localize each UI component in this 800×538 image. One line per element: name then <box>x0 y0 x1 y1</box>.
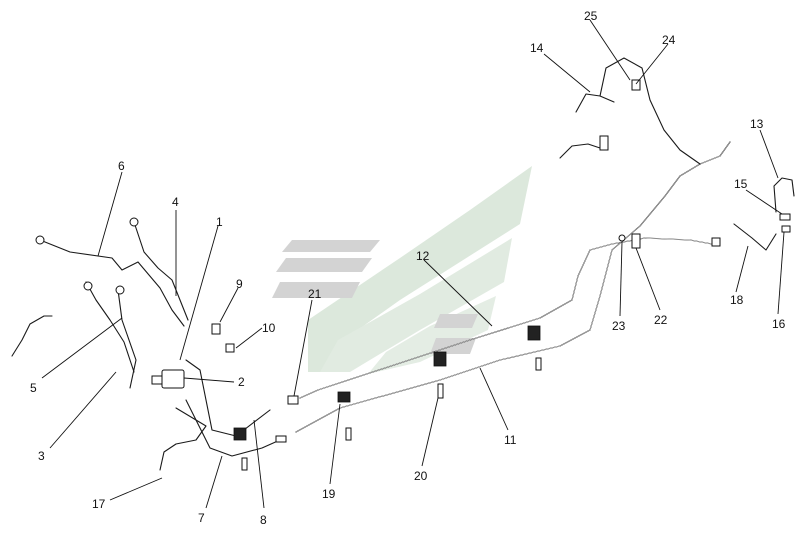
watermark-stripe <box>282 240 380 252</box>
callout-3: 3 <box>38 449 45 463</box>
clip-left <box>233 427 247 441</box>
callout-6: 6 <box>118 159 125 173</box>
callout-8: 8 <box>260 513 267 527</box>
callout-10: 10 <box>262 321 276 335</box>
callout-12: 12 <box>416 249 430 263</box>
banjo-3 <box>115 285 125 295</box>
leader-15 <box>745 189 783 215</box>
callout-7: 7 <box>198 511 205 525</box>
callout-24: 24 <box>662 33 676 47</box>
watermark-chevron <box>308 166 532 372</box>
leader-23 <box>619 241 623 317</box>
callout-23: 23 <box>612 319 626 333</box>
connector-mid <box>275 435 287 443</box>
clip-19 <box>337 391 351 403</box>
callout-9: 9 <box>236 277 243 291</box>
leader-5 <box>41 317 123 379</box>
brake-pipe-4 <box>133 221 189 321</box>
callout-19: 19 <box>322 487 336 501</box>
brake-pipe-3 <box>117 289 137 389</box>
connector-top <box>599 135 609 151</box>
brake-pipe-13 <box>773 177 795 213</box>
clip-center <box>433 351 447 367</box>
brake-pipe-5 <box>85 281 135 373</box>
leader-9 <box>219 287 239 323</box>
watermark-logo <box>272 166 532 374</box>
callout-1: 1 <box>216 215 223 229</box>
fitting-9 <box>211 323 221 335</box>
brake-pipe-25 <box>599 57 701 165</box>
callout-13: 13 <box>750 117 764 131</box>
brake-pipe-18 <box>733 223 777 251</box>
valve-2-port <box>151 375 163 385</box>
leader-3 <box>49 371 117 449</box>
leader-22 <box>635 247 661 311</box>
watermark-stripe <box>276 258 372 272</box>
leader-16 <box>777 231 785 315</box>
leader-14 <box>543 53 591 93</box>
bolt-19b <box>345 427 352 441</box>
callout-22: 22 <box>654 313 668 327</box>
leader-lines <box>41 19 785 509</box>
callout-25: 25 <box>584 9 598 23</box>
leader-17 <box>109 477 163 501</box>
callout-11: 11 <box>504 433 517 447</box>
banjo-4 <box>129 217 139 227</box>
callout-14: 14 <box>530 41 544 55</box>
fitting-15 <box>779 213 791 221</box>
leader-13 <box>759 129 779 179</box>
watermark-chevron <box>320 238 512 372</box>
valve-2 <box>161 369 185 389</box>
callout-16: 16 <box>772 317 786 331</box>
leader-2 <box>183 377 235 383</box>
banjo-5 <box>83 281 93 291</box>
brake-pipe-7 <box>185 399 281 457</box>
callout-5: 5 <box>30 381 37 395</box>
brake-pipe-6 <box>39 239 185 327</box>
bolt-20 <box>437 383 444 399</box>
callout-2: 2 <box>238 375 245 389</box>
fitting-22 <box>631 233 641 249</box>
leader-12 <box>423 259 493 327</box>
bolt-right <box>535 357 542 371</box>
leader-11 <box>479 367 509 431</box>
fittings <box>35 79 791 471</box>
leader-24 <box>635 43 669 85</box>
watermark-stripe <box>272 282 360 298</box>
leader-8 <box>253 419 265 509</box>
bolt-near-7 <box>241 457 248 471</box>
brake-pipe-17 <box>159 407 207 471</box>
brake-hose-left <box>11 315 53 357</box>
brake-pipe-14 <box>575 93 615 113</box>
leader-25 <box>589 19 631 81</box>
brake-pipe-12-core <box>299 237 713 399</box>
callout-20: 20 <box>414 469 428 483</box>
fitting-21 <box>287 395 299 405</box>
leader-6 <box>97 171 123 257</box>
callout-15: 15 <box>734 177 748 191</box>
fitting-24 <box>631 79 641 91</box>
callout-17: 17 <box>92 497 106 511</box>
brake-pipe-11-core <box>295 141 731 433</box>
leader-21 <box>293 299 313 397</box>
brake-hose-mid <box>559 143 601 159</box>
fitting-16 <box>781 225 791 233</box>
callout-labels: 1 2 3 4 5 6 7 8 9 10 11 12 13 14 15 16 1… <box>30 9 786 527</box>
leader-10 <box>235 327 263 349</box>
watermark-stripe <box>434 314 478 328</box>
leader-20 <box>421 397 439 467</box>
banjo-6 <box>35 235 45 245</box>
leader-18 <box>735 245 749 293</box>
fitting-23 <box>618 234 626 242</box>
clip-right <box>527 325 541 341</box>
leader-1 <box>179 225 219 361</box>
connector-rt <box>711 237 721 247</box>
callout-18: 18 <box>730 293 744 307</box>
callout-21: 21 <box>308 287 322 301</box>
leader-7 <box>205 455 223 509</box>
callout-4: 4 <box>172 195 179 209</box>
fitting-10 <box>225 343 235 353</box>
leader-19 <box>329 403 341 485</box>
